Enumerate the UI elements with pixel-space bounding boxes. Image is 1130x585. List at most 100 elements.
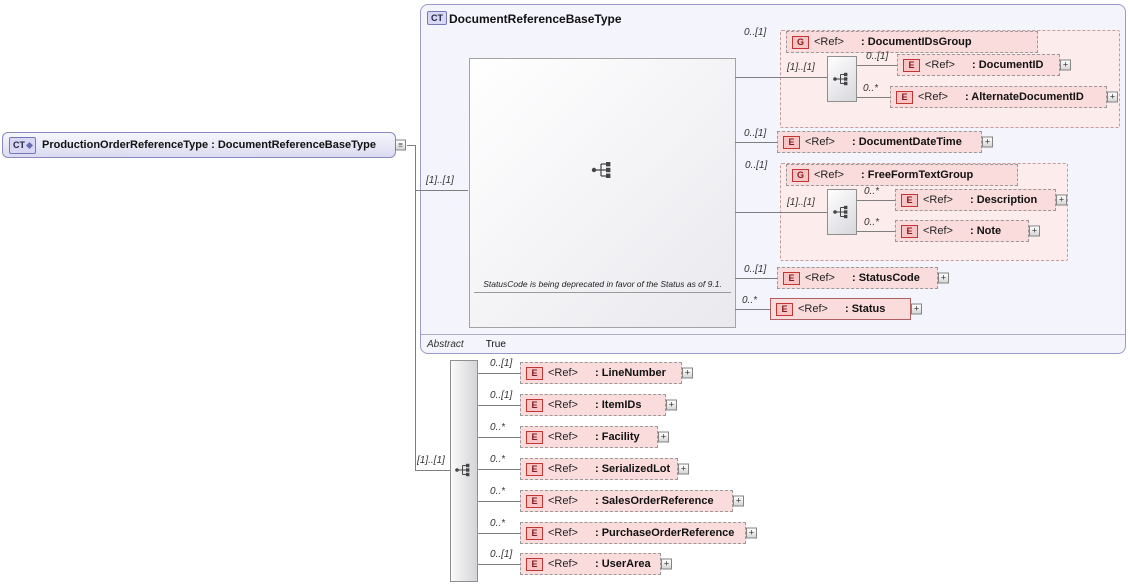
- cardinality-label: 0..[1]: [490, 549, 513, 560]
- element-icon: E: [903, 58, 920, 72]
- cardinality-label: 0..*: [742, 295, 758, 306]
- expand-icon[interactable]: [658, 431, 669, 443]
- element-ref: <Ref>: [548, 431, 578, 443]
- deprecation-note: StatusCode is being deprecated in favor …: [474, 279, 731, 293]
- element-icon: E: [783, 135, 800, 149]
- badge-text: CT: [13, 140, 25, 150]
- element-icon: E: [896, 90, 913, 104]
- connector-line: [478, 405, 520, 406]
- cardinality-label: 0..[1]: [744, 264, 767, 275]
- element-ref: <Ref>: [923, 194, 953, 206]
- base-type-title: DocumentReferenceBaseType: [449, 12, 622, 26]
- expand-icon[interactable]: [682, 367, 693, 379]
- element-name: : DocumentID: [972, 59, 1044, 71]
- element-ref: <Ref>: [805, 136, 835, 148]
- element-icon: E: [526, 430, 543, 444]
- group-icon: G: [792, 168, 809, 182]
- element-name: : Description: [970, 194, 1038, 206]
- group-documentidsgroup-header[interactable]: G <Ref> : DocumentIDsGroup: [786, 31, 1038, 53]
- expand-icon[interactable]: [1060, 59, 1071, 71]
- element-icon: E: [526, 494, 543, 508]
- element-name: : AlternateDocumentID: [965, 91, 1084, 103]
- element-ref: <Ref>: [548, 367, 578, 379]
- sequence-compositor[interactable]: [827, 56, 857, 102]
- cardinality-label: 0..*: [864, 186, 880, 197]
- element-description[interactable]: E <Ref> : Description: [895, 189, 1067, 211]
- expand-icon[interactable]: [938, 272, 949, 284]
- element-icon: E: [526, 526, 543, 540]
- root-type-node[interactable]: CT ProductionOrderReferenceType : Docume…: [2, 132, 406, 158]
- element-facility[interactable]: E <Ref> : Facility: [520, 426, 669, 448]
- element-salesorderreference[interactable]: E <Ref> : SalesOrderReference: [520, 490, 744, 512]
- element-purchaseorderreference[interactable]: E <Ref> : PurchaseOrderReference: [520, 522, 757, 544]
- element-linenumber[interactable]: E <Ref> : LineNumber: [520, 362, 693, 384]
- cardinality-label: 0..*: [864, 217, 880, 228]
- element-ref: <Ref>: [923, 225, 953, 237]
- group-name: : DocumentIDsGroup: [861, 36, 972, 48]
- expand-icon[interactable]: [661, 558, 672, 570]
- connector-line: [478, 373, 520, 374]
- abstract-value: True: [485, 338, 506, 350]
- expand-icon[interactable]: [1056, 194, 1067, 206]
- abstract-label: Abstract: [427, 338, 464, 350]
- extension-sequence-bar[interactable]: [450, 360, 478, 582]
- group-freeformtextgroup-header[interactable]: G <Ref> : FreeFormTextGroup: [786, 164, 1018, 186]
- element-icon: E: [901, 193, 918, 207]
- element-serializedlot[interactable]: E <Ref> : SerializedLot: [520, 458, 689, 480]
- cardinality-label: [1]..[1]: [426, 175, 454, 186]
- sequence-icon: [833, 72, 848, 86]
- element-ref: <Ref>: [548, 527, 578, 539]
- cardinality-label: 0..*: [863, 83, 879, 94]
- connector-line: [478, 437, 520, 438]
- connector-line: [735, 77, 827, 78]
- connector-line: [735, 309, 770, 310]
- element-ref: <Ref>: [548, 399, 578, 411]
- cardinality-label: 0..*: [490, 486, 506, 497]
- group-name: : FreeFormTextGroup: [861, 169, 974, 181]
- content-model-box[interactable]: StatusCode is being deprecated in favor …: [469, 58, 736, 328]
- element-status[interactable]: E <Ref> : Status: [770, 298, 922, 320]
- element-alternatedocumentid[interactable]: E <Ref> : AlternateDocumentID: [890, 86, 1118, 108]
- cardinality-label: 0..[1]: [744, 27, 767, 38]
- expand-icon[interactable]: [1107, 91, 1118, 103]
- expand-icon[interactable]: [746, 527, 757, 539]
- element-ref: <Ref>: [548, 463, 578, 475]
- element-note[interactable]: E <Ref> : Note: [895, 220, 1040, 242]
- cardinality-label: 0..[1]: [745, 160, 768, 171]
- connector-line: [478, 533, 520, 534]
- connector-line: [415, 470, 450, 471]
- element-name: : SalesOrderReference: [595, 495, 714, 507]
- cardinality-label: 0..[1]: [744, 128, 767, 139]
- element-icon: E: [526, 557, 543, 571]
- element-itemids[interactable]: E <Ref> : ItemIDs: [520, 394, 677, 416]
- expand-icon[interactable]: [1029, 225, 1040, 237]
- cardinality-label: 0..*: [490, 454, 506, 465]
- connector-line: [735, 142, 777, 143]
- connector-line: [857, 231, 895, 232]
- element-userarea[interactable]: E <Ref> : UserArea: [520, 553, 672, 575]
- element-icon: E: [526, 366, 543, 380]
- expand-icon[interactable]: [911, 303, 922, 315]
- element-name: : ItemIDs: [595, 399, 642, 411]
- element-name: : Status: [845, 303, 886, 315]
- element-documentdatetime[interactable]: E <Ref> : DocumentDateTime: [777, 131, 993, 153]
- cardinality-label: 0..[1]: [490, 358, 513, 369]
- expand-icon[interactable]: [678, 463, 689, 475]
- complextype-icon: CT: [427, 11, 447, 25]
- cardinality-label: 0..*: [490, 422, 506, 433]
- connector-line: [478, 501, 520, 502]
- collapse-icon[interactable]: [395, 139, 406, 151]
- element-documentid[interactable]: E <Ref> : DocumentID: [897, 54, 1071, 76]
- expand-icon[interactable]: [982, 136, 993, 148]
- element-statuscode[interactable]: E <Ref> : StatusCode: [777, 267, 949, 289]
- sequence-compositor[interactable]: [827, 189, 857, 235]
- connector-line: [735, 212, 827, 213]
- connector-line: [857, 97, 890, 98]
- connector-line: [478, 469, 520, 470]
- expand-icon[interactable]: [666, 399, 677, 411]
- sequence-icon: [833, 205, 848, 219]
- connector-line: [857, 200, 895, 201]
- cardinality-label: 0..[1]: [490, 390, 513, 401]
- expand-icon[interactable]: [733, 495, 744, 507]
- element-name: : SerializedLot: [595, 463, 671, 475]
